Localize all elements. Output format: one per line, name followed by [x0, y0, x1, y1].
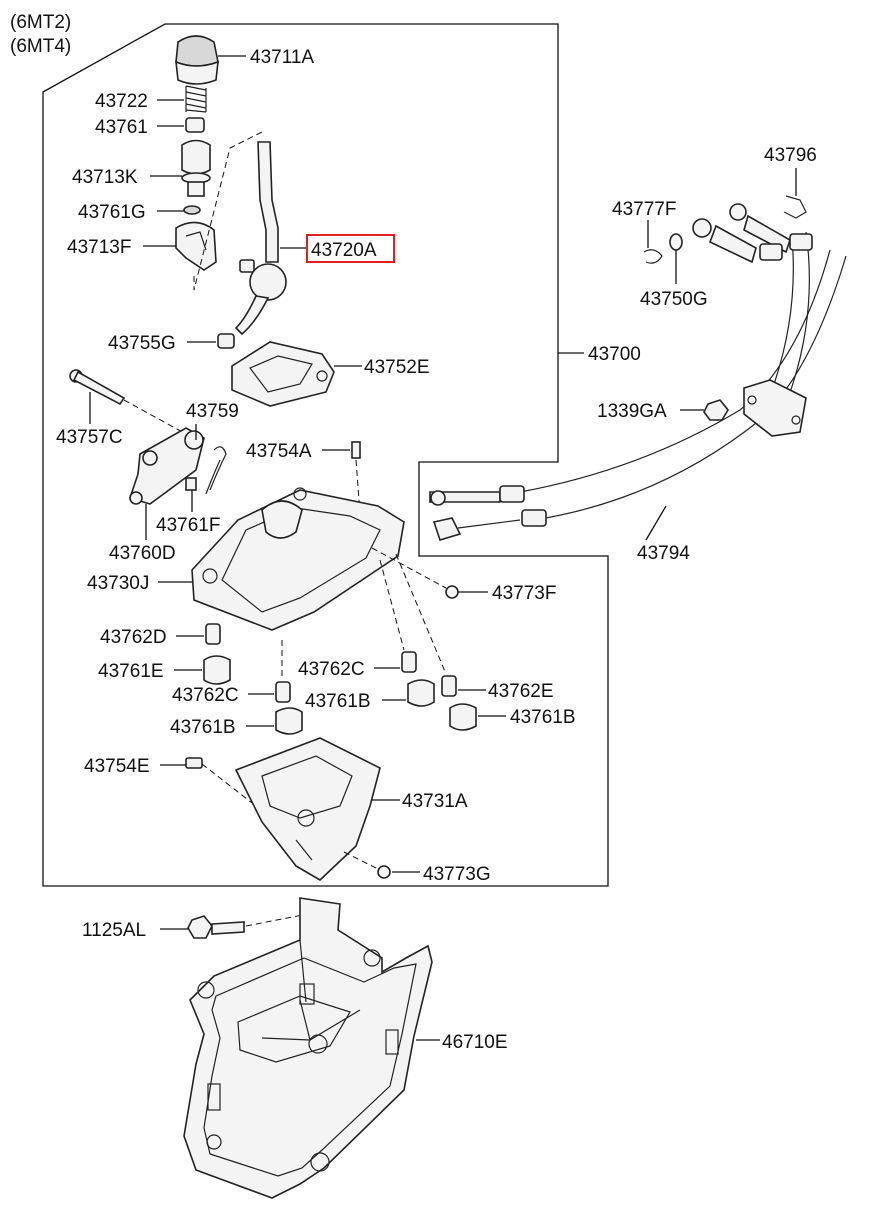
- dash-43773g: [343, 851, 381, 871]
- housing-43752e: [231, 341, 335, 407]
- label-43761b-mid: 43761B: [305, 691, 371, 712]
- label-43754a: 43754A: [246, 441, 312, 462]
- label-43794: 43794: [637, 543, 690, 564]
- bolt-1125al: [187, 915, 245, 939]
- label-46710e: 46710E: [442, 1032, 508, 1053]
- bushing-43755g: [217, 333, 235, 349]
- label-43761f: 43761F: [156, 515, 220, 536]
- collar-43762e: [441, 675, 457, 697]
- label-43700: 43700: [588, 344, 641, 365]
- bolt-43754a: [351, 441, 361, 459]
- collar-43762c-right: [401, 651, 417, 673]
- pin-43761f: [185, 477, 197, 491]
- label-43762d: 43762D: [100, 627, 167, 648]
- label-43750g: 43750G: [640, 289, 708, 310]
- bracket-43713f: [175, 221, 217, 271]
- bracket-46710e: [183, 897, 433, 1199]
- highlight-box: [306, 234, 395, 263]
- label-43761b-right: 43761B: [510, 707, 576, 728]
- variant-6mt4: (6MT4): [10, 36, 71, 57]
- pin-43777f: [643, 249, 663, 264]
- lever-43760d: [128, 427, 205, 505]
- variant-6mt2: (6MT2): [10, 12, 71, 33]
- dash-collar-right: [395, 553, 447, 675]
- grommet-43761b-left: [275, 707, 303, 735]
- label-43730j: 43730J: [87, 573, 149, 594]
- collar-43762d: [205, 623, 221, 645]
- label-43762c-right: 43762C: [298, 659, 365, 680]
- label-43757c: 43757C: [56, 427, 123, 448]
- washer-43750g: [669, 233, 683, 251]
- label-43761e: 43761E: [98, 661, 164, 682]
- dash-43754e: [201, 763, 257, 807]
- label-43713k: 43713K: [72, 167, 138, 188]
- shift-lever-43720a: [234, 141, 287, 336]
- clip-43796: [783, 195, 807, 219]
- washer-43773f: [445, 585, 459, 599]
- grommet-43761b-right: [449, 703, 477, 731]
- label-43796: 43796: [764, 145, 817, 166]
- label-43777f: 43777F: [612, 199, 676, 220]
- bolt-43757c: [69, 369, 126, 406]
- collar-43762c-left: [275, 681, 291, 703]
- ring-43761g: [183, 205, 201, 215]
- grommet-43761e: [203, 655, 231, 685]
- nut-1339ga: [703, 399, 729, 421]
- label-43720a: 43720A: [311, 240, 377, 261]
- label-43773f: 43773F: [492, 583, 556, 604]
- label-43754e: 43754E: [84, 756, 150, 777]
- label-43759: 43759: [186, 401, 239, 422]
- label-43755g: 43755G: [108, 333, 176, 354]
- label-43711a: 43711A: [250, 47, 314, 68]
- nut-43761: [185, 117, 205, 133]
- label-1125al: 1125AL: [82, 920, 146, 941]
- dash-bolt: [123, 399, 187, 435]
- dash-collar-mid: [379, 559, 405, 651]
- spring-clip-43759: [205, 446, 227, 495]
- dash-43754a: [355, 459, 363, 541]
- cable-assembly-43794: [429, 203, 847, 541]
- label-43752e: 43752E: [364, 357, 430, 378]
- label-43761: 43761: [95, 117, 148, 138]
- cover-43731a: [234, 737, 381, 881]
- label-1339ga: 1339GA: [597, 401, 667, 422]
- nut-43773g: [377, 865, 391, 879]
- spring: [185, 85, 207, 113]
- label-43762e: 43762E: [488, 681, 554, 702]
- shift-knob: [175, 35, 219, 85]
- assembly-boundary: [42, 23, 609, 887]
- base-43730j: [191, 487, 405, 631]
- label-43761g: 43761G: [78, 202, 146, 223]
- label-43731a: 43731A: [402, 791, 468, 812]
- label-43722: 43722: [95, 91, 148, 112]
- label-43760d: 43760D: [109, 543, 176, 564]
- bolt-43754e: [185, 757, 203, 769]
- grommet-43761b-mid: [407, 679, 435, 707]
- bushing-43713k: [181, 139, 211, 197]
- leader-43794: [645, 505, 667, 541]
- label-43761b-left: 43761B: [170, 717, 236, 738]
- label-43773g: 43773G: [423, 864, 491, 885]
- label-43762c-left: 43762C: [172, 685, 239, 706]
- label-43713f: 43713F: [67, 237, 131, 258]
- dash-43773f: [371, 547, 447, 589]
